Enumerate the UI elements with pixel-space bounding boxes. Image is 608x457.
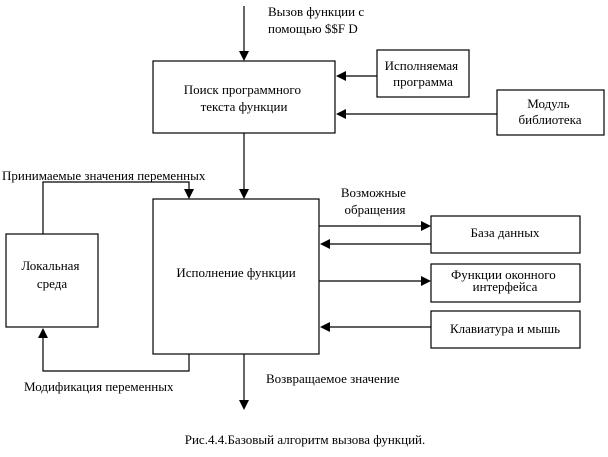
call-arrowhead bbox=[239, 51, 249, 61]
returned-label: Возвращаемое значение bbox=[266, 371, 400, 386]
call-label: Вызов функции с помощью $$F D bbox=[268, 4, 367, 36]
accepted-label: Принимаемые значения переменных bbox=[2, 168, 206, 183]
keyboard-to-exec-arrowhead bbox=[320, 322, 330, 332]
database-box bbox=[430, 215, 581, 254]
search-box bbox=[152, 60, 336, 134]
program-box bbox=[376, 49, 470, 98]
database-to-exec-arrowhead bbox=[320, 239, 330, 249]
library-arrowhead bbox=[336, 109, 346, 119]
library-box bbox=[496, 89, 605, 136]
accepted-arrowhead bbox=[184, 189, 194, 199]
keyboard-box bbox=[430, 310, 581, 349]
return-arrowhead bbox=[239, 400, 249, 410]
keyboard-box-text: Клавиатура и мышь bbox=[450, 321, 560, 336]
modification-arrowhead bbox=[38, 328, 48, 338]
search-to-exec-arrowhead bbox=[239, 189, 249, 199]
modification-arrow-line bbox=[42, 338, 190, 372]
program-box-text: Исполняемая программа bbox=[385, 58, 462, 89]
windows-box-text: Функции оконного интерфейса bbox=[451, 267, 559, 294]
modification-label: Модификация переменных bbox=[24, 379, 174, 394]
local-box-text: Локальная среда bbox=[21, 258, 82, 291]
library-box-text: Модуль библиотека bbox=[519, 96, 582, 127]
exec-to-database-arrowhead bbox=[421, 221, 431, 231]
exec-to-windows-arrowhead bbox=[421, 276, 431, 286]
accepted-arrow-line bbox=[42, 181, 190, 234]
exec-box bbox=[152, 198, 320, 355]
program-arrowhead bbox=[336, 71, 346, 81]
exec-box-text: Исполнение функции bbox=[176, 265, 295, 280]
figure-caption: Рис.4.4.Базовый алгоритм вызова функций. bbox=[185, 432, 426, 447]
local-box bbox=[5, 233, 99, 328]
possible-label: Возможные обращения bbox=[341, 185, 409, 217]
database-box-text: База данных bbox=[471, 225, 540, 240]
search-box-text: Поиск программного текста функции bbox=[184, 82, 304, 114]
windows-box bbox=[430, 263, 581, 303]
